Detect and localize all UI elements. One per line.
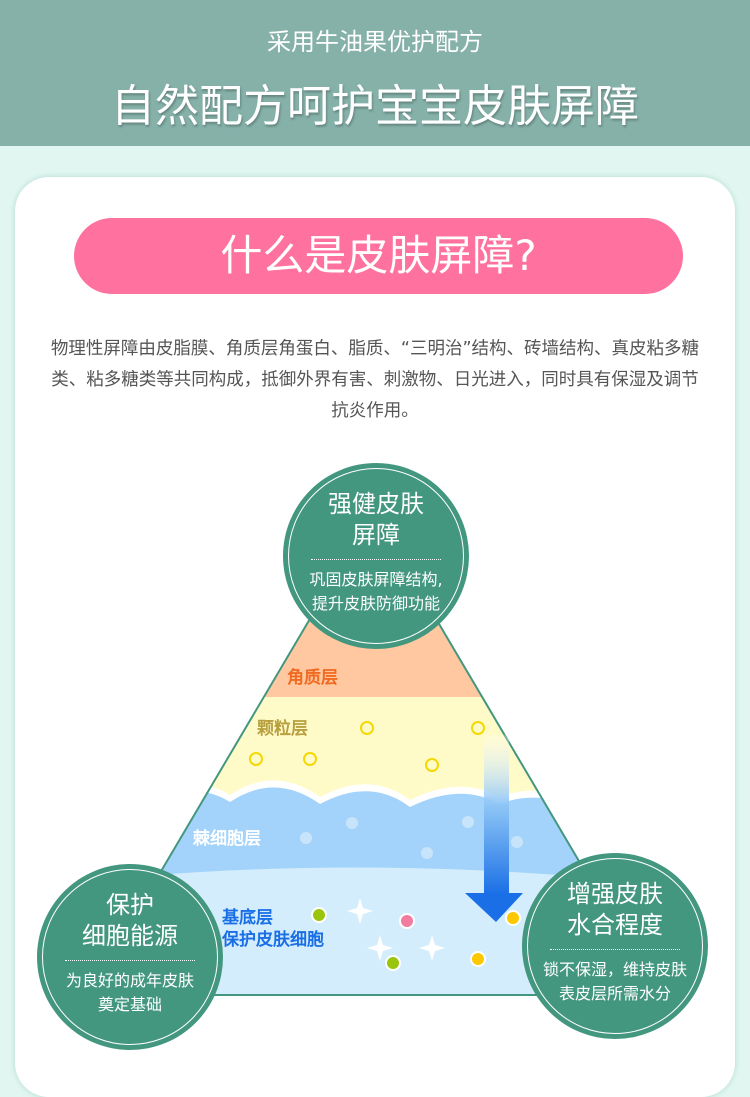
section-title: 什么是皮肤屏障? — [74, 218, 683, 294]
cell-dots — [311, 907, 521, 971]
header-subtitle: 采用牛油果优护配方 — [267, 28, 483, 56]
sparkle-icons — [347, 898, 445, 961]
layer-label-basal: 基底层 — [221, 907, 273, 928]
arrow-shaft — [484, 735, 509, 895]
arrow-down-icon — [465, 893, 523, 922]
layer-label-corneum: 角质层 — [287, 667, 338, 688]
layer-label-spinous: 棘细胞层 — [193, 828, 261, 849]
circle-hydration: 增强皮肤 水合程度 锁不保湿，维持皮肤 表皮层所需水分 — [522, 853, 708, 1039]
header-title: 自然配方呵护宝宝皮肤屏障 — [111, 81, 639, 132]
header: 采用牛油果优护配方 自然配方呵护宝宝皮肤屏障 — [0, 0, 750, 146]
granule-dots — [249, 721, 485, 772]
circle-strengthen-barrier: 强健皮肤 屏障 巩固皮肤屏障结构, 提升皮肤防御功能 — [283, 463, 469, 649]
layer-label-granular: 颗粒层 — [257, 718, 308, 739]
section-description: 物理性屏障由皮脂膜、角质层角蛋白、脂质、“三明治”结构、砖墙结构、真皮粘多糖类、… — [50, 339, 700, 421]
layer-label-basal-desc: 保护皮肤细胞 — [221, 929, 324, 950]
circle-protect-cells: 保护 细胞能源 为良好的成年皮肤 奠定基础 — [37, 864, 223, 1050]
